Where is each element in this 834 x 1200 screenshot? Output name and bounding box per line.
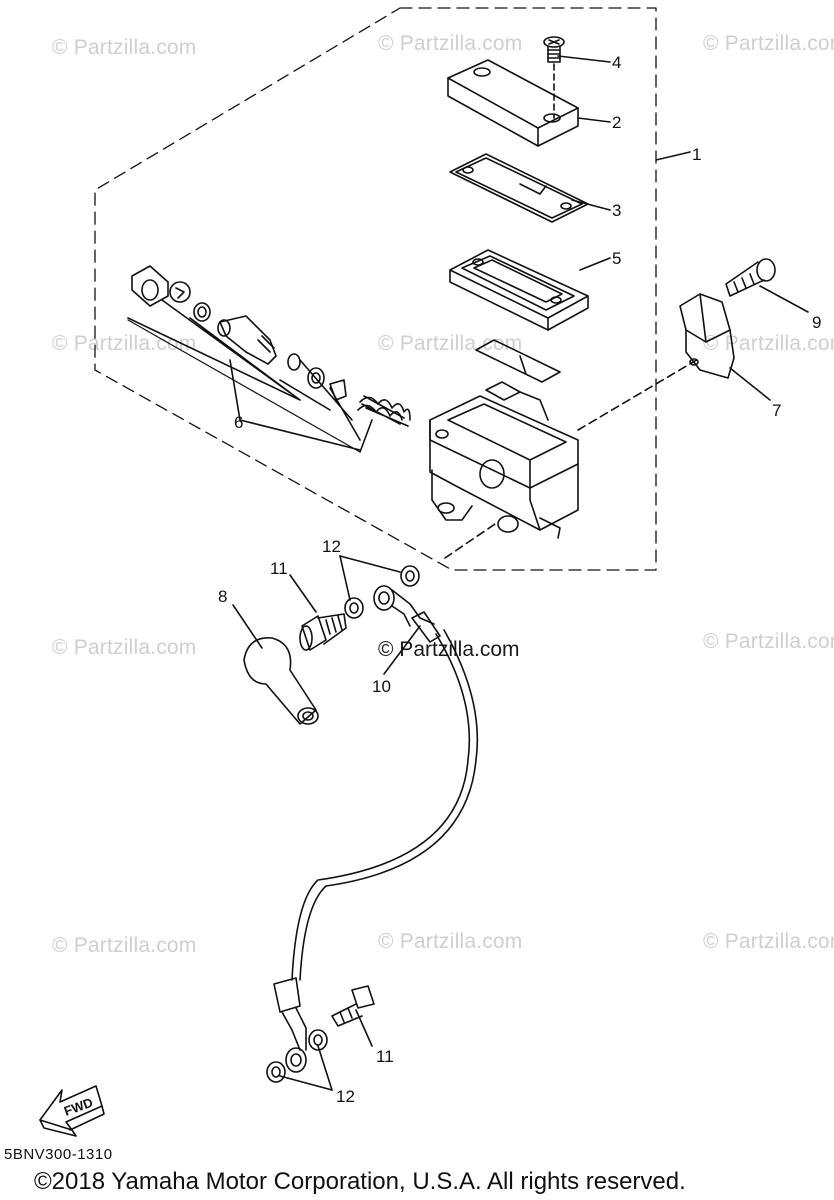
- watermark: © Partzilla.com: [52, 934, 197, 957]
- part-clamp-bolt: [725, 258, 776, 297]
- diagram-code: 5BNV300-1310: [4, 1146, 113, 1163]
- part-screw: [543, 36, 565, 119]
- fwd-arrow-icon: [39, 1085, 105, 1137]
- watermark: © Partzilla.com: [378, 332, 523, 355]
- callout-11: 11: [270, 559, 288, 578]
- part-union-bolt: [331, 985, 375, 1027]
- leader-line: [444, 521, 499, 559]
- leader-line: [232, 604, 263, 649]
- callout-4: 4: [612, 53, 622, 72]
- watermark: © Partzilla.com: [378, 32, 523, 55]
- watermark: © Partzilla.com: [378, 930, 523, 953]
- leader-line: [655, 151, 691, 161]
- callout-12: 12: [336, 1087, 355, 1106]
- watermark: © Partzilla.com: [52, 636, 197, 659]
- callout-10: 10: [372, 677, 391, 696]
- assembly-boundary: [94, 7, 657, 571]
- leader-line: [577, 357, 701, 431]
- leader-line: [557, 55, 611, 63]
- part-dust-boot: [243, 637, 319, 725]
- leader-line: [579, 257, 611, 271]
- callout-8: 8: [218, 587, 228, 606]
- leader-line: [339, 555, 351, 601]
- leader-line: [729, 367, 771, 401]
- callout-9: 9: [812, 313, 822, 332]
- callout-11: 11: [376, 1047, 394, 1066]
- callout-5: 5: [612, 249, 622, 268]
- part-washer: [344, 597, 364, 619]
- leader-line: [317, 1045, 333, 1091]
- part-reservoir-cap: [447, 59, 579, 147]
- watermark: © Partzilla.com: [703, 630, 834, 653]
- watermark: © Partzilla.com: [52, 36, 197, 59]
- leader-line: [759, 285, 809, 313]
- part-handlebar-clamp: [679, 293, 735, 379]
- watermark: © Partzilla.com: [703, 930, 834, 953]
- callout-6: 6: [234, 413, 244, 432]
- leader-line: [289, 574, 317, 613]
- leader-line: [339, 555, 401, 573]
- part-master-cylinder-body: [429, 381, 579, 539]
- part-washer: [266, 1061, 286, 1083]
- leader-line: [355, 1009, 373, 1047]
- part-diaphragm-plate: [449, 153, 589, 223]
- leader-line: [577, 117, 611, 123]
- part-union-bolt: [299, 613, 347, 651]
- callout-6-bracket: [127, 299, 373, 453]
- callout-1: 1: [692, 145, 702, 164]
- part-piston-kit: [131, 265, 411, 427]
- part-brake-hose: [273, 585, 479, 1073]
- watermark: © Partzilla.com: [703, 332, 834, 355]
- part-washer: [308, 1029, 328, 1051]
- leader-line: [383, 625, 421, 675]
- callout-3: 3: [612, 201, 622, 220]
- callout-12: 12: [322, 537, 341, 556]
- part-washer: [400, 565, 420, 587]
- part-float-plate: [475, 339, 561, 383]
- watermark-center: © Partzilla.com: [378, 638, 520, 661]
- watermark: © Partzilla.com: [703, 32, 834, 55]
- part-diaphragm: [449, 249, 589, 331]
- copyright: ©2018 Yamaha Motor Corporation, U.S.A. A…: [34, 1168, 686, 1195]
- callout-7: 7: [772, 401, 782, 420]
- callout-2: 2: [612, 113, 622, 132]
- leader-line: [279, 1075, 333, 1091]
